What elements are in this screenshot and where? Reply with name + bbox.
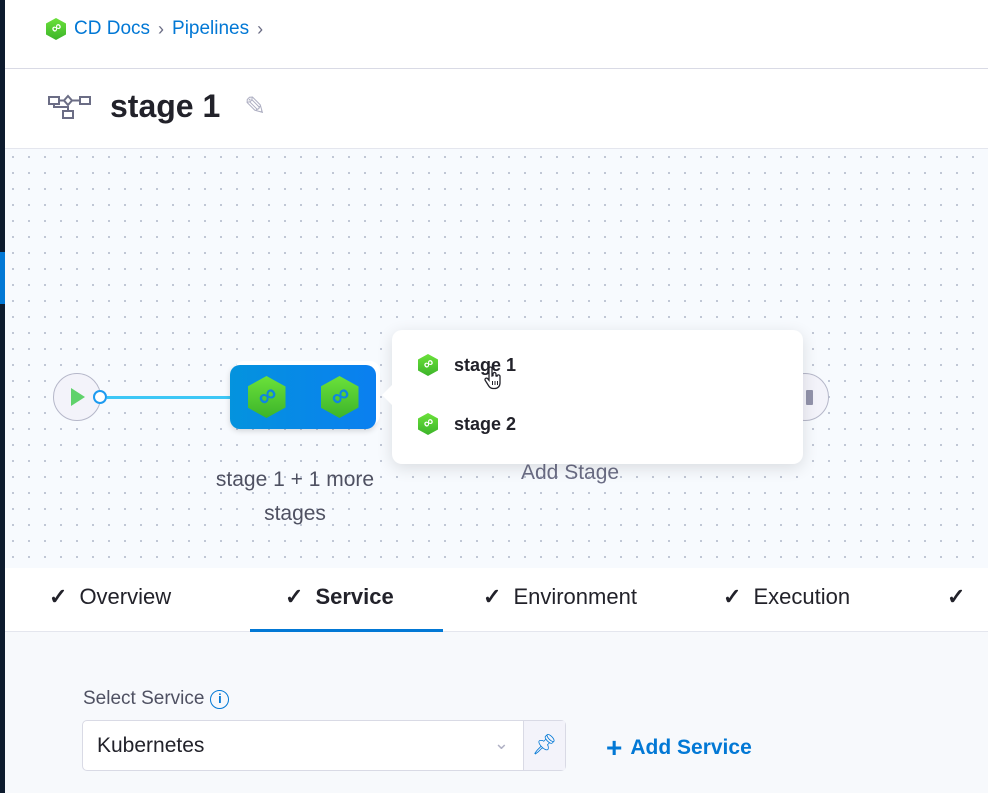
tab-overview[interactable]: ✓ Overview: [49, 584, 171, 610]
breadcrumb-pipelines[interactable]: Pipelines: [172, 18, 250, 39]
add-service-button[interactable]: + Add Service: [606, 732, 752, 764]
chevron-down-icon[interactable]: ⌄: [493, 733, 509, 753]
check-icon: ✓: [285, 584, 304, 609]
breadcrumb: CD Docs › Pipelines ›: [46, 18, 263, 40]
add-stage-button[interactable]: Add Stage: [521, 461, 620, 484]
cd-module-icon: [46, 18, 66, 40]
label-text: Select Service: [83, 688, 205, 709]
connector-port[interactable]: [93, 390, 107, 404]
breadcrumb-project[interactable]: CD Docs: [74, 18, 151, 39]
nav-active-indicator: [0, 252, 5, 304]
info-icon[interactable]: i: [210, 689, 230, 709]
add-service-label: Add Service: [630, 736, 752, 759]
popup-stage-item[interactable]: stage 2: [418, 413, 516, 435]
service-select[interactable]: Kubernetes ⌄ 📌︎: [82, 720, 566, 771]
stage-tabs: ✓ Overview ✓ Service ✓ Environment ✓ Executi…: [5, 568, 988, 632]
connector-line: [107, 396, 235, 399]
pipeline-start-node[interactable]: [53, 373, 101, 421]
tab-advanced[interactable]: ✓: [947, 584, 965, 610]
deploy-stage-icon: [247, 376, 286, 418]
page-title: stage 1: [110, 88, 221, 124]
tab-label: Service: [315, 584, 394, 609]
tab-label: Execution: [753, 584, 851, 609]
deploy-stage-icon: [320, 376, 359, 418]
check-icon: ✓: [49, 584, 68, 609]
deploy-stage-icon: [418, 413, 438, 435]
chevron-right-icon: ›: [257, 18, 264, 39]
plus-icon: +: [606, 732, 623, 763]
page-header: stage 1 ✎: [48, 88, 266, 125]
tab-environment[interactable]: ✓ Environment: [483, 584, 637, 610]
edit-pencil-icon[interactable]: ✎: [244, 91, 267, 121]
tab-label: Overview: [79, 584, 172, 609]
deploy-stage-icon: [418, 354, 438, 376]
tab-execution[interactable]: ✓ Execution: [723, 584, 850, 610]
stage-group-popup: stage 1 stage 2: [382, 330, 803, 464]
chevron-right-icon: ›: [158, 18, 165, 39]
stage-group-label: stage 1 + 1 more stages: [215, 468, 375, 525]
tab-service[interactable]: ✓ Service: [285, 584, 394, 610]
check-icon: ✓: [947, 584, 966, 609]
left-nav-bar: [0, 0, 5, 793]
divider: [5, 68, 988, 69]
hand-cursor-icon: [484, 366, 501, 390]
check-icon: ✓: [723, 584, 742, 609]
pipeline-stage-icon: [48, 93, 91, 119]
tab-label: Environment: [513, 584, 637, 609]
popup-stage-item[interactable]: stage 1: [418, 354, 516, 376]
stage-name: stage 1: [454, 354, 517, 375]
active-tab-indicator: [250, 629, 443, 632]
stage-group-node[interactable]: [230, 365, 376, 429]
check-icon: ✓: [483, 584, 502, 609]
stage-name: stage 2: [454, 413, 517, 434]
pin-icon[interactable]: 📌︎: [523, 721, 565, 770]
selected-service: Kubernetes: [97, 734, 205, 757]
